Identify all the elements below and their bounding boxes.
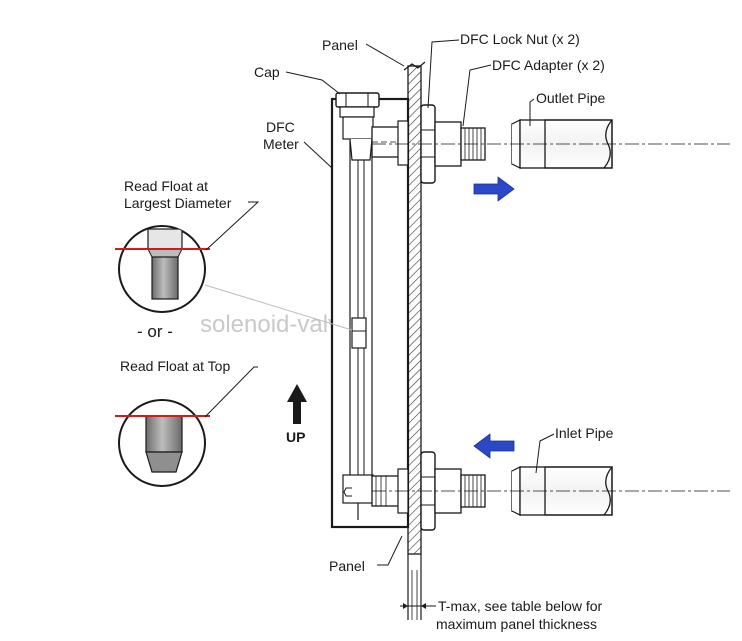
float-body <box>351 317 367 349</box>
float-detail-top <box>115 399 210 487</box>
tmax-label-line1: T-max, see table below for <box>438 598 603 614</box>
up-label: UP <box>286 429 305 445</box>
read-largest-label-line1: Read Float at <box>124 178 208 194</box>
lock-nut-label: DFC Lock Nut (x 2) <box>460 31 580 47</box>
cap <box>335 92 380 161</box>
read-largest-label-line2: Largest Diameter <box>124 195 232 211</box>
float-link-line <box>204 284 353 331</box>
or-label: - or - <box>137 322 173 341</box>
cap-label: Cap <box>254 64 280 80</box>
outlet-assembly <box>372 104 730 184</box>
inlet-assembly <box>372 451 730 531</box>
outlet-pipe-label: Outlet Pipe <box>536 90 605 106</box>
float-detail-largest-diameter <box>115 225 210 313</box>
flow-arrow-right-icon <box>473 176 515 202</box>
read-top-label: Read Float at Top <box>120 358 230 374</box>
panel-top-label: Panel <box>322 37 358 53</box>
leader-lines <box>204 39 555 607</box>
panel-bottom-label: Panel <box>329 558 365 574</box>
flow-arrow-left-icon <box>473 433 515 459</box>
dfc-meter <box>330 92 410 529</box>
adapter-label: DFC Adapter (x 2) <box>492 57 605 73</box>
dfc-meter-label-line1: DFC <box>266 119 295 135</box>
up-arrow-icon <box>287 384 307 424</box>
dfc-meter-label-line2: Meter <box>263 136 299 152</box>
tmax-label-line2: maximum panel thickness <box>436 616 597 632</box>
panel-wall <box>400 61 432 620</box>
inlet-pipe-label: Inlet Pipe <box>555 425 614 441</box>
